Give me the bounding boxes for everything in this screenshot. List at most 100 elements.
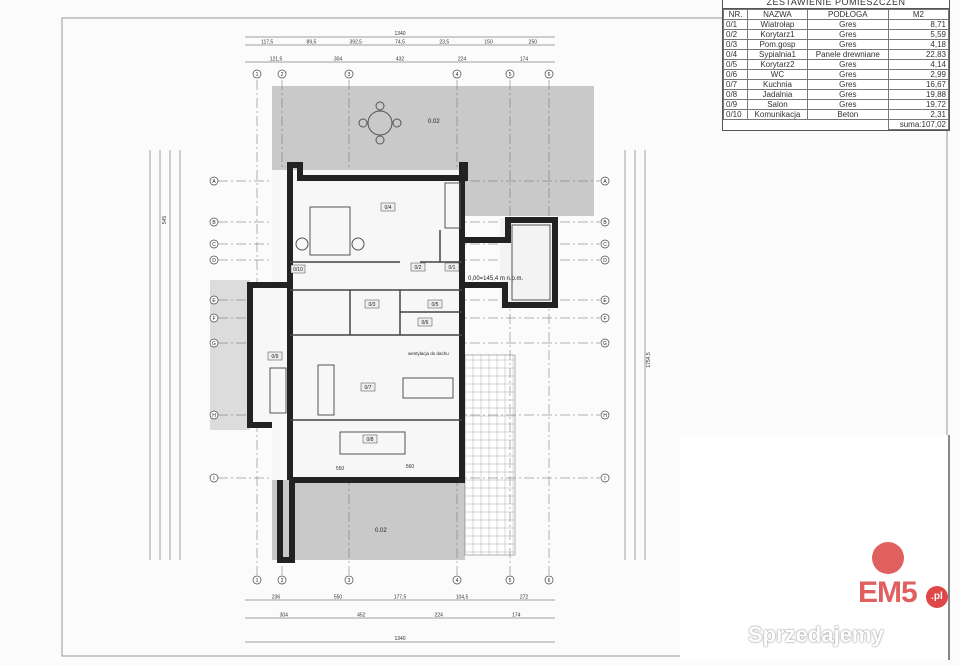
axis-number-marker: 1 [252, 69, 262, 79]
table-cell: 2,31 [887, 109, 950, 120]
dimension-label: 250 [529, 40, 538, 46]
axis-letter-marker: D [209, 255, 219, 265]
axis-number-marker: 4 [452, 69, 462, 79]
table-cell: Korytarz1 [747, 29, 808, 40]
table-cell: 0/5 [722, 59, 749, 70]
axis-letter-marker: F [209, 313, 219, 323]
svg-text:0/10: 0/10 [293, 267, 303, 273]
table-cell: 5,59 [887, 29, 950, 40]
svg-text:0/3: 0/3 [369, 302, 376, 308]
table-cell: 0/7 [722, 79, 749, 90]
svg-text:0/4: 0/4 [385, 205, 392, 211]
axis-number-marker: 1 [252, 575, 262, 585]
interior-walls [290, 230, 462, 421]
axis-number-marker: 3 [344, 69, 354, 79]
dimension-label: 304 [334, 57, 343, 63]
svg-text:F: F [603, 316, 606, 322]
room-tag: 0/2 [410, 262, 426, 272]
svg-text:H: H [603, 413, 607, 419]
svg-text:A: A [212, 179, 216, 185]
table-cell: Jadalnia [747, 89, 808, 100]
svg-text:6: 6 [548, 578, 551, 584]
svg-text:C: C [603, 242, 607, 248]
axis-letter-marker: C [600, 239, 610, 249]
table-cell: Gres [806, 79, 889, 90]
dimension-label: 560 [406, 464, 415, 470]
axis-letter-marker: B [209, 217, 219, 227]
table-cell: WC [747, 69, 808, 80]
table-cell: Gres [806, 59, 889, 70]
vent-note: wentylacja do dachu [408, 351, 449, 356]
axis-letter-marker: B [600, 217, 610, 227]
room-tag: 0/10 [290, 264, 306, 274]
axis-letter-marker: E [600, 295, 610, 305]
table-cell: Kuchnia [747, 79, 808, 90]
exterior-walls [247, 162, 558, 563]
svg-text:0/2: 0/2 [415, 265, 422, 271]
axis-letter-marker: E [209, 295, 219, 305]
dimension-label: 74,5 [395, 40, 405, 46]
table-cell: Gres [806, 69, 889, 80]
table-cell: Gres [806, 39, 889, 50]
table-cell: Beton [806, 109, 889, 120]
table-cell: 4,14 [887, 59, 950, 70]
svg-text:0/8: 0/8 [367, 437, 374, 443]
axis-letter-marker: F [600, 313, 610, 323]
room-tag: 0/6 [417, 317, 433, 327]
dimension-label: 104,5 [456, 595, 469, 601]
dimension-label: 23,5 [439, 40, 449, 46]
table-cell: 19,72 [887, 99, 950, 110]
svg-text:3: 3 [348, 578, 351, 584]
table-cell: 22,83 [887, 49, 950, 60]
axis-letter-marker: G [600, 338, 610, 348]
svg-text:0/1: 0/1 [449, 265, 456, 271]
room-tag: 0/9 [267, 351, 283, 361]
table-cell: 0/8 [722, 89, 749, 100]
axis-number-marker: 2 [277, 575, 287, 585]
column-header: PODŁOGA [806, 9, 889, 20]
svg-text:D: D [212, 258, 216, 264]
column-header: NAZWA [747, 9, 808, 20]
table-cell: 0/6 [722, 69, 749, 80]
table-cell: 0/10 [722, 109, 749, 120]
room-tag: 0/5 [427, 299, 443, 309]
table-cell: 0/1 [722, 19, 749, 30]
table-cell: 19,88 [887, 89, 950, 100]
room-tag: 0/3 [364, 299, 380, 309]
axis-number-marker: 5 [505, 575, 515, 585]
svg-text:1: 1 [256, 578, 259, 584]
room-schedule-title: ZESTAWIENIE POMIESZCZEŃ [723, 0, 949, 9]
slope-top: 0.02 [428, 119, 440, 125]
dimension-label: 89,5 [307, 40, 317, 46]
svg-text:B: B [603, 220, 607, 226]
level-note: 0,00=145,4 m n.p.m. [468, 276, 524, 282]
column-header: NR. [722, 9, 749, 20]
svg-text:E: E [603, 298, 607, 304]
furniture [269, 101, 551, 455]
svg-text:H: H [212, 413, 216, 419]
watermark-site: Sprzedajemy [748, 622, 884, 647]
room-tag: 0/8 [362, 434, 378, 444]
dimension-label: 177,5 [394, 595, 407, 601]
axis-number-marker: 6 [544, 575, 554, 585]
axis-letter-marker: A [600, 176, 610, 186]
dimension-label: 174 [512, 613, 521, 619]
table-cell: 8,71 [887, 19, 950, 30]
house-floor [272, 170, 465, 480]
axis-number-marker: 5 [505, 69, 515, 79]
table-cell: Wiatrołap [747, 19, 808, 30]
dimension-label: 272 [520, 595, 529, 601]
house-logo-icon [872, 542, 904, 574]
table-cell: 16,67 [887, 79, 950, 90]
svg-text:3: 3 [348, 72, 351, 78]
svg-text:2: 2 [281, 578, 284, 584]
svg-text:G: G [212, 341, 216, 347]
logo-brand: EM5 [858, 576, 918, 609]
